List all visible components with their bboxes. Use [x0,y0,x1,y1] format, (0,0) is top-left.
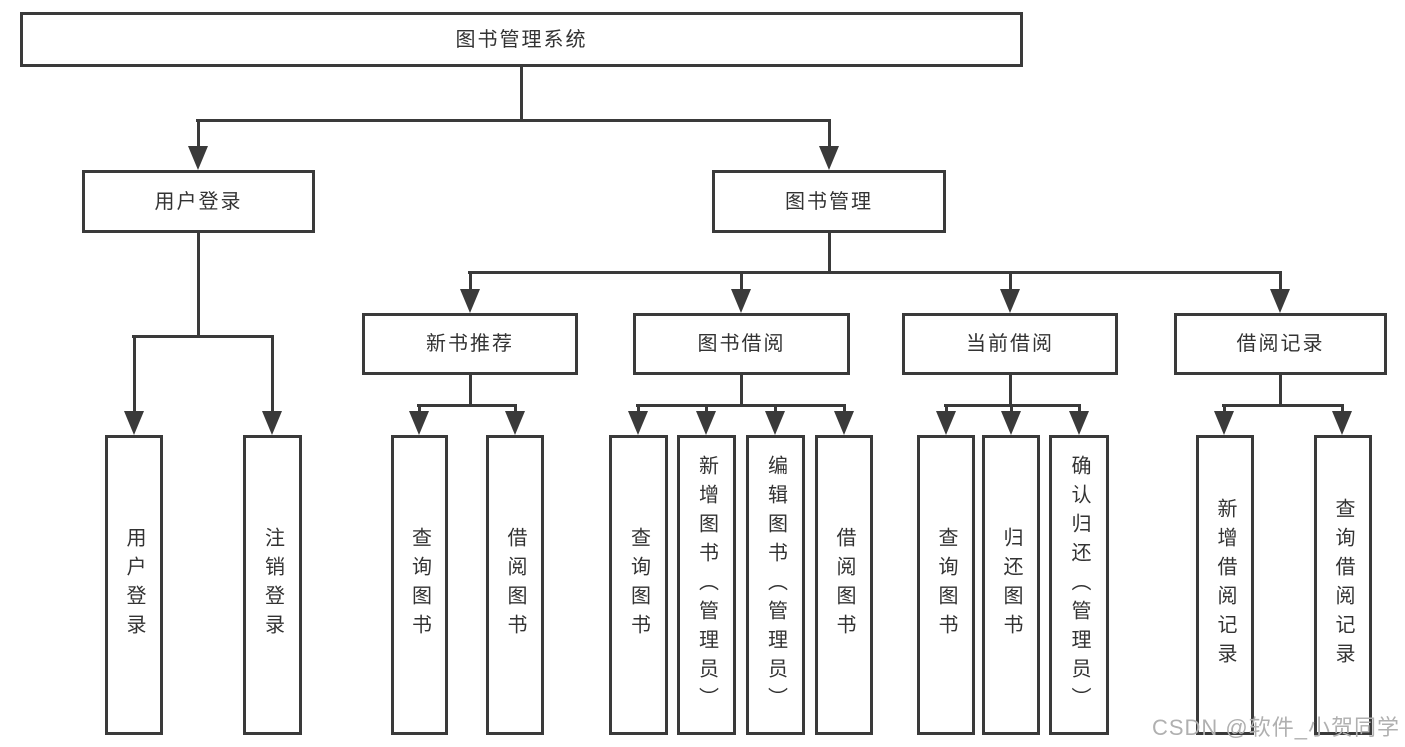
connector-line [1279,271,1282,293]
connector-line [1009,271,1012,293]
leaf-confirm-return-admin: 确认归还（管理员） [1049,435,1109,735]
leaf-label: 新增借阅记录 [1214,498,1236,672]
arrow-down-icon [696,411,716,435]
leaf-label: 借阅图书 [504,527,526,643]
leaf-label: 归还图书 [1000,527,1022,643]
connector-line [271,335,274,415]
leaf-label: 查询图书 [627,527,650,643]
leaf-label: 确认归还（管理员） [1068,454,1090,716]
arrow-down-icon [1000,289,1020,313]
node-book-management: 图书管理 [712,170,946,233]
node-user-login: 用户登录 [82,170,315,233]
arrow-down-icon [1270,289,1290,313]
leaf-label: 查询图书 [408,527,431,643]
connector-line [1222,404,1344,407]
connector-line [828,119,831,149]
node-label: 图书管理系统 [455,28,588,51]
arrow-down-icon [262,411,282,435]
node-label: 借阅记录 [1236,333,1325,355]
node-label: 图书管理 [785,190,873,213]
leaf-label: 查询借阅记录 [1332,498,1354,672]
arrow-down-icon [1332,411,1352,435]
arrow-down-icon [936,411,956,435]
leaf-add-book-admin: 新增图书（管理员） [677,435,736,735]
connector-line [418,404,421,414]
leaf-user-login: 用户登录 [105,435,163,735]
connector-line [417,404,517,407]
leaf-label: 借阅图书 [833,527,855,643]
node-current-borrowing: 当前借阅 [902,313,1118,375]
node-book-borrowing: 图书借阅 [633,313,850,375]
connector-line [945,404,948,414]
node-label: 用户登录 [154,190,243,213]
arrow-down-icon [1214,411,1234,435]
connector-line [636,404,846,407]
connector-line [133,335,136,415]
connector-line [705,404,708,414]
leaf-borrow-books-recommend: 借阅图书 [486,435,544,735]
connector-line [132,335,274,338]
leaf-label: 用户登录 [123,527,145,643]
connector-line [774,404,777,414]
leaf-query-books-borrowing: 查询图书 [609,435,668,735]
leaf-query-books-recommend: 查询图书 [391,435,448,735]
arrow-down-icon [819,146,839,170]
leaf-label: 查询图书 [935,527,957,643]
leaf-label: 编辑图书（管理员） [764,454,787,716]
arrow-down-icon [505,411,525,435]
connector-line [197,119,200,149]
arrow-down-icon [188,146,208,170]
connector-line [1009,375,1012,407]
arrow-down-icon [834,411,854,435]
node-label: 当前借阅 [966,333,1054,355]
connector-line [1279,375,1282,407]
node-label: 新书推荐 [426,333,514,355]
leaf-edit-book-admin: 编辑图书（管理员） [746,435,805,735]
connector-line [740,375,743,407]
node-borrowing-records: 借阅记录 [1174,313,1387,375]
connector-line [1341,404,1344,414]
connector-line [637,404,640,414]
connector-line [469,271,472,293]
arrow-down-icon [628,411,648,435]
arrow-down-icon [460,289,480,313]
arrow-down-icon [765,411,785,435]
connector-line [520,67,523,122]
connector-line [469,375,472,407]
node-library-system: 图书管理系统 [20,12,1023,67]
connector-line [514,404,517,414]
leaf-label: 注销登录 [261,527,284,643]
leaf-query-books-current: 查询图书 [917,435,975,735]
arrow-down-icon [124,411,144,435]
leaf-add-borrow-record: 新增借阅记录 [1196,435,1254,735]
leaf-label: 新增图书（管理员） [695,454,718,716]
connector-line [1078,404,1081,414]
arrow-down-icon [1069,411,1089,435]
node-label: 图书借阅 [697,333,786,355]
connector-line [468,271,1282,274]
connector-line [740,271,743,293]
arrow-down-icon [731,289,751,313]
connector-line [828,233,831,273]
arrow-down-icon [409,411,429,435]
connector-line [1223,404,1226,414]
leaf-borrow-books: 借阅图书 [815,435,873,735]
arrow-down-icon [1001,411,1021,435]
leaf-query-borrow-record: 查询借阅记录 [1314,435,1372,735]
node-new-book-recommend: 新书推荐 [362,313,578,375]
connector-line [196,119,831,122]
watermark: CSDN @软件_小贺同学 [1151,715,1400,740]
connector-line [1010,404,1013,414]
connector-line [197,233,200,338]
leaf-logout: 注销登录 [243,435,302,735]
leaf-return-books: 归还图书 [982,435,1040,735]
connector-line [843,404,846,414]
